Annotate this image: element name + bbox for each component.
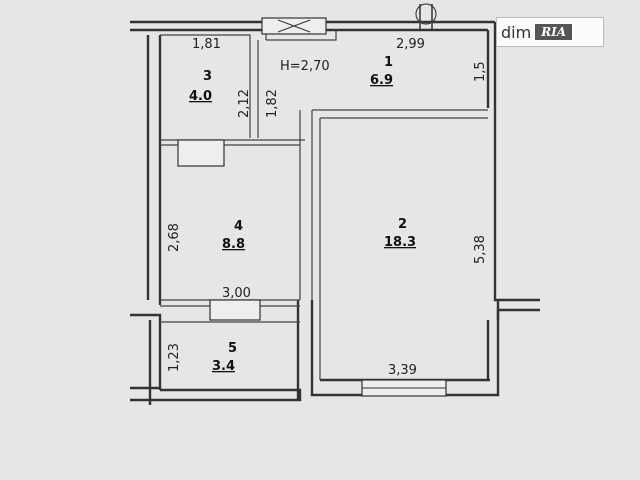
ceiling-height-label: H=2,70 <box>280 59 330 74</box>
plan-labels: H=2,70 3 4.0 1 6.9 4 8.8 2 18.3 5 3.4 1,… <box>167 37 488 378</box>
dim-ria-watermark: dim RIA <box>496 17 604 47</box>
room-5-number: 5 <box>228 341 237 356</box>
watermark-dim-text: dim <box>501 22 532 42</box>
openings <box>177 3 447 397</box>
dim-room2-bottom: 3,39 <box>388 363 417 378</box>
room-3-number: 3 <box>203 69 212 84</box>
room-2-area: 18.3 <box>384 235 416 250</box>
dim-room1-right: 1,5 <box>473 61 488 82</box>
watermark-ria-badge: RIA <box>535 24 573 40</box>
dim-room3-right-a: 2,12 <box>237 89 252 118</box>
dim-room5-left: 1,23 <box>167 343 182 372</box>
outer-walls <box>130 20 540 405</box>
room-5-area: 3.4 <box>212 359 235 374</box>
dim-room2-right: 5,38 <box>473 235 488 264</box>
dim-room1-top: 2,99 <box>396 37 425 52</box>
dim-room4-bottom: 3,00 <box>222 286 251 301</box>
room-1-area: 6.9 <box>370 73 393 88</box>
room-4-area: 8.8 <box>222 237 245 252</box>
room-3-area: 4.0 <box>189 89 212 104</box>
room-2-number: 2 <box>398 217 407 232</box>
dim-room4-left: 2,68 <box>167 223 182 252</box>
room-4-number: 4 <box>234 219 243 234</box>
room-1-number: 1 <box>384 55 393 70</box>
dim-room3-top: 1,81 <box>192 37 221 52</box>
dim-room3-right-b: 1,82 <box>265 89 280 118</box>
